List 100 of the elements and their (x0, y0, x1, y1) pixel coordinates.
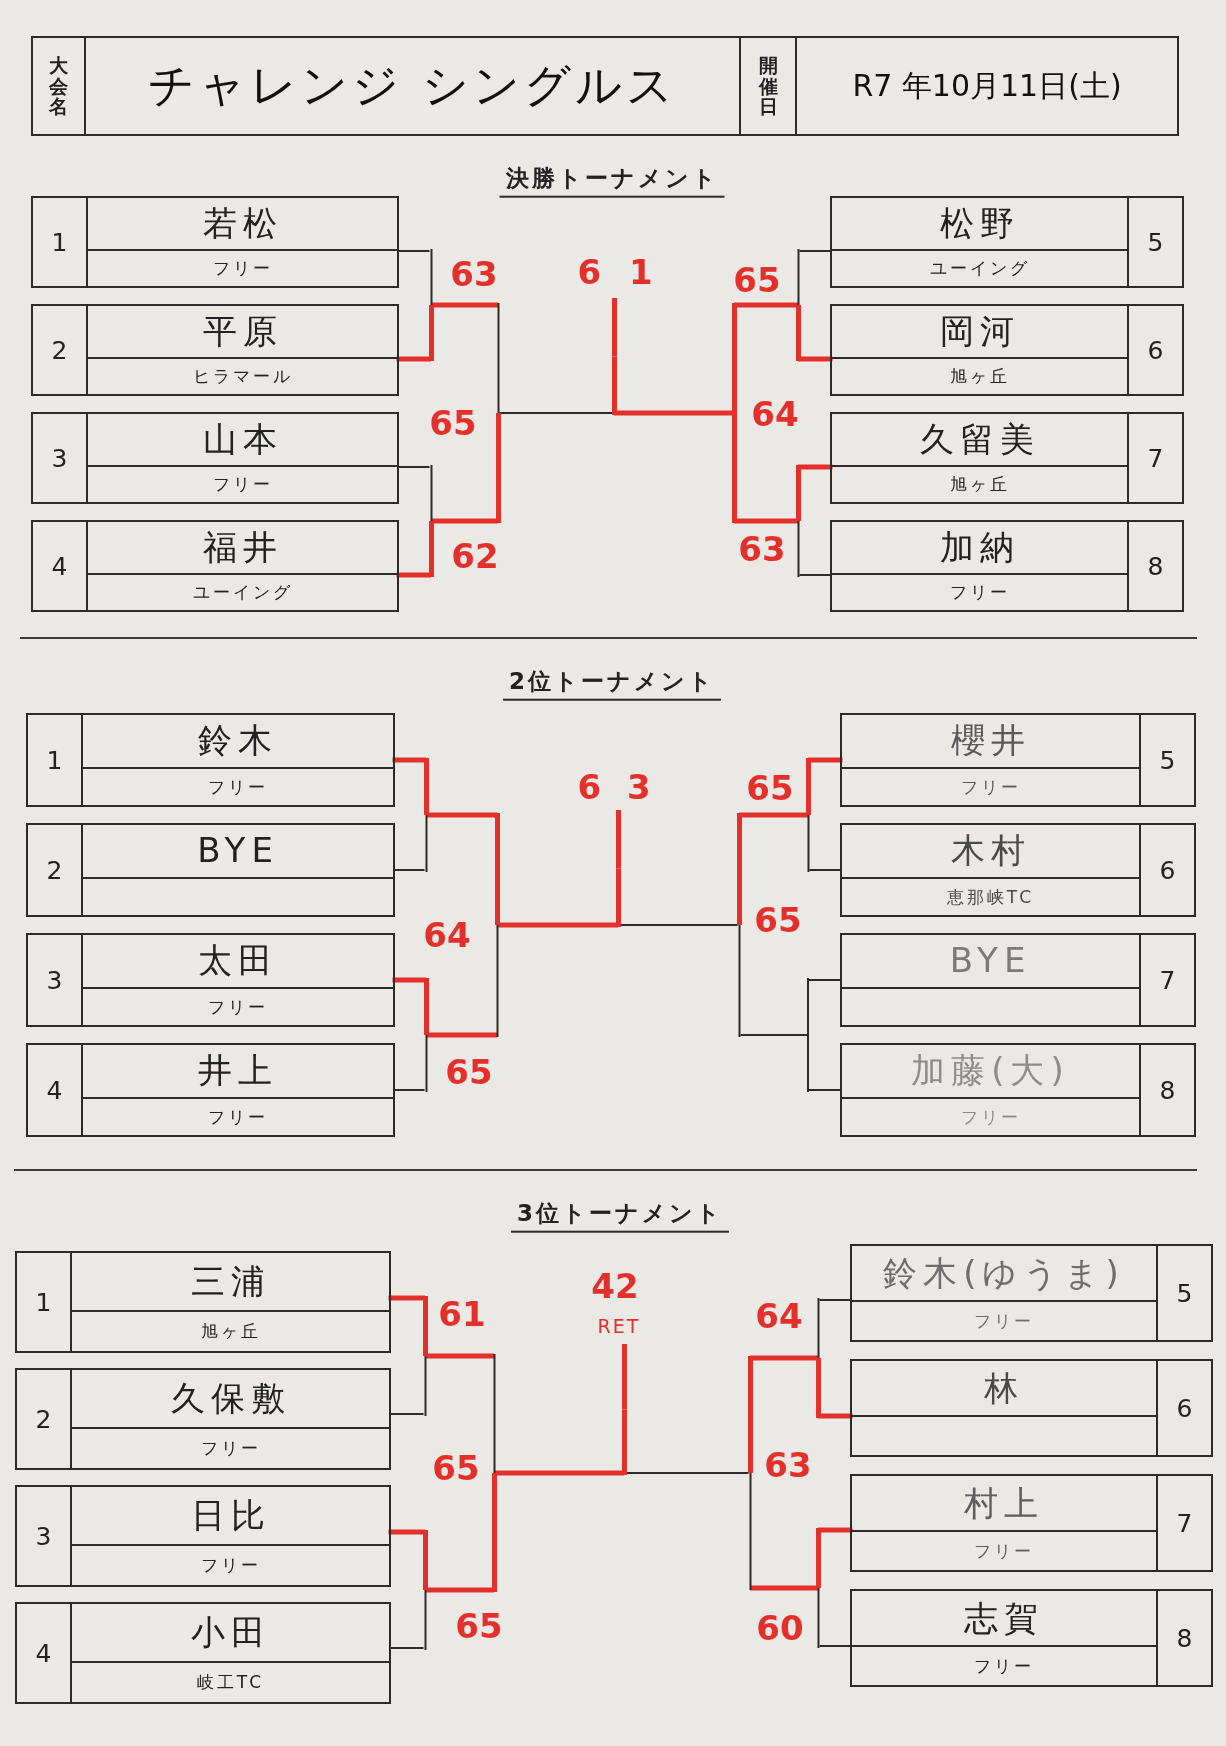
bracket-bar (795, 249, 801, 361)
bracket-line (398, 466, 430, 468)
player-entry-box (840, 823, 1196, 917)
player-entry-box (15, 1602, 391, 1704)
bracket-line (388, 1295, 425, 1301)
bracket-line (819, 1645, 851, 1647)
bracket-line (425, 1353, 494, 1359)
player-entry-box (830, 520, 1184, 612)
club-name: ユーイング (192, 583, 293, 602)
bracket-line (799, 574, 831, 576)
seed-number: 3 (35, 1523, 52, 1549)
seed-number: 6 (1176, 1395, 1193, 1421)
player-name: 久留美 (919, 420, 1040, 459)
club-name: ユーイング (929, 259, 1030, 278)
seed-number: 6 (1159, 857, 1176, 883)
bracket-line (392, 977, 426, 983)
bracket-line (740, 1034, 808, 1036)
seed-number: 4 (35, 1640, 52, 1666)
bracket-bar (494, 813, 500, 1037)
seed-number: 4 (46, 1077, 63, 1103)
bracket-line (734, 302, 798, 308)
bracket-line (398, 250, 430, 252)
club-name: フリー (200, 1556, 261, 1575)
player-entry-box (830, 412, 1184, 504)
bracket-bar (428, 249, 434, 361)
section-heading: 3位トーナメント (511, 1199, 729, 1233)
player-name: 平原 (202, 312, 283, 351)
player-entry-box (26, 713, 395, 807)
bracket-line (431, 302, 498, 308)
player-entry-box (840, 713, 1196, 807)
bracket-line (798, 464, 833, 470)
player-entry-box (31, 412, 399, 504)
seed-number: 8 (1176, 1625, 1193, 1651)
player-entry-box (830, 196, 1184, 288)
bracket-line (614, 410, 734, 416)
bracket-bar (621, 1344, 627, 1475)
player-name: 久保敷 (170, 1379, 291, 1418)
player-entry-box (31, 196, 399, 288)
seed-number: 4 (51, 553, 68, 579)
player-name: 林 (984, 1369, 1024, 1407)
bracket-line (394, 1089, 425, 1091)
bracket-bar (805, 758, 811, 872)
player-entry-box (840, 1043, 1196, 1137)
match-score: 65 (733, 263, 781, 297)
seed-number: 7 (1176, 1510, 1193, 1536)
club-name: フリー (208, 1107, 268, 1127)
bracket-bar (736, 813, 742, 1037)
player-name: 井上 (198, 1052, 278, 1090)
player-entry-box (26, 823, 395, 917)
field-label: 開催日 (758, 54, 778, 118)
match-score: 64 (751, 397, 799, 431)
bracket-line (494, 1470, 624, 1476)
bracket-line (396, 356, 431, 362)
seed-number: 7 (1159, 967, 1176, 993)
event-date: R7 年10月11日(土) (852, 66, 1122, 105)
match-score: 64 (755, 1299, 803, 1333)
match-score: 65 (429, 406, 477, 440)
bracket-line (497, 922, 618, 928)
club-name: フリー (212, 259, 273, 278)
seed-number: 3 (51, 445, 68, 471)
match-score: 64 (423, 918, 471, 952)
player-entry-box (26, 933, 395, 1027)
match-score: 65 (445, 1055, 493, 1089)
player-entry-box (31, 304, 399, 396)
tournament-name: チャレンジ シングルス (148, 57, 677, 114)
bracket-bar (423, 758, 429, 872)
bracket-bar (495, 303, 501, 523)
player-name: 木村 (950, 832, 1031, 870)
player-name: 三浦 (190, 1262, 271, 1301)
player-entry-box (15, 1251, 391, 1353)
player-entry-box (850, 1359, 1213, 1457)
bracket-line (819, 1299, 851, 1301)
bracket-line (734, 518, 798, 524)
club-name: フリー (949, 583, 1010, 602)
bracket-line (394, 869, 425, 871)
seed-number: 2 (51, 337, 68, 363)
player-name: BYE (949, 942, 1032, 980)
club-name: フリー (960, 1107, 1021, 1127)
club-name: 恵那峡TC (946, 887, 1035, 907)
bracket-line (390, 1647, 424, 1649)
bracket-line (388, 1529, 425, 1535)
bracket-line (799, 250, 831, 252)
player-name: 加藤(大) (911, 1052, 1070, 1090)
player-name: 若松 (202, 204, 283, 243)
bracket-line (619, 924, 738, 926)
bracket-bar (422, 1296, 428, 1416)
bracket-line (808, 1089, 841, 1091)
club-name: フリー (974, 1656, 1034, 1676)
club-name: フリー (960, 777, 1021, 797)
seed-number: 5 (1147, 229, 1164, 255)
club-name: フリー (974, 1541, 1034, 1561)
player-name: 松野 (939, 204, 1020, 243)
bracket-line (625, 1472, 749, 1474)
match-score: 63 (450, 257, 498, 291)
club-name: フリー (208, 997, 268, 1017)
player-entry-box (15, 1368, 391, 1470)
seed-number: 8 (1159, 1077, 1176, 1103)
player-name: 太田 (198, 942, 278, 980)
seed-number: 1 (35, 1289, 52, 1315)
bracket-line (499, 412, 613, 414)
